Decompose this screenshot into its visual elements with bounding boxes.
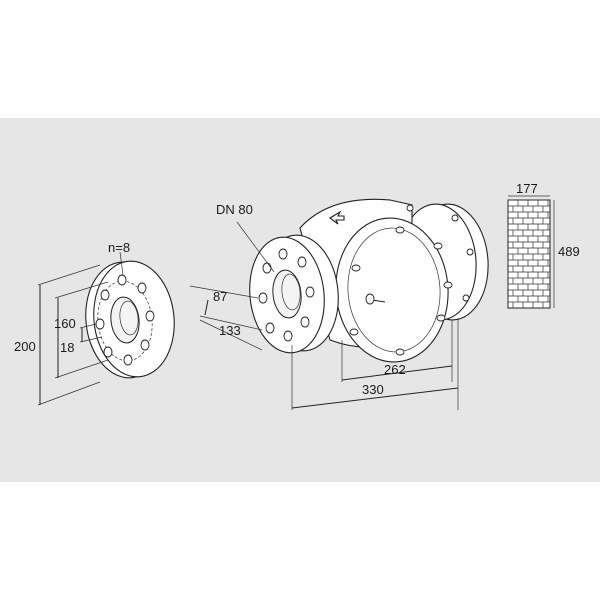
label-flange-outer: 200 xyxy=(14,339,36,354)
body-dimensions xyxy=(189,285,459,410)
label-wall-width: 177 xyxy=(516,181,538,196)
label-nominal-size: DN 80 xyxy=(216,202,253,217)
label-bolt-circle: 160 xyxy=(54,316,76,331)
label-dim-330: 330 xyxy=(362,382,384,397)
front-flange-holes xyxy=(258,248,315,342)
label-wall-height: 489 xyxy=(558,244,580,259)
label-bolt-count: n=8 xyxy=(108,240,130,255)
flange-dimensions xyxy=(37,264,109,406)
meter-body xyxy=(236,198,489,363)
body-studs xyxy=(349,204,474,356)
wall-block xyxy=(507,195,555,309)
label-dim-262: 262 xyxy=(384,362,406,377)
flange-bolt-holes xyxy=(95,274,155,366)
label-bolt-hole: 18 xyxy=(60,340,74,355)
loose-flange xyxy=(85,251,175,379)
label-dim-133: 133 xyxy=(219,323,241,338)
label-dim-87: 87 xyxy=(213,289,227,304)
